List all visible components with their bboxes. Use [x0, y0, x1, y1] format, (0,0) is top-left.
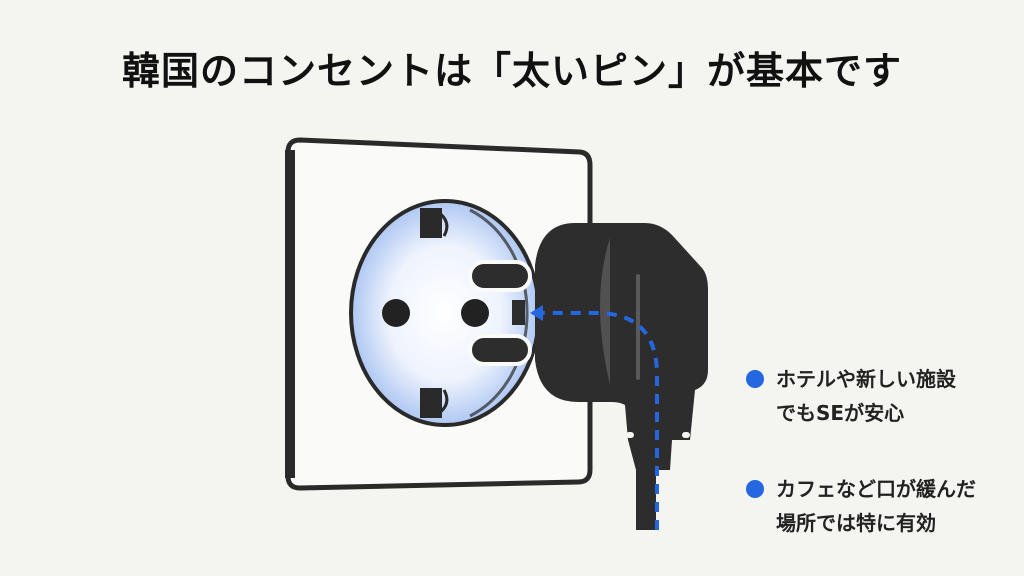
socket-outlet-icon: [349, 199, 541, 427]
bullet-list: ホテルや新しい施設 でもSEが安心 カフェなど口が緩んだ 場所では特に有効: [744, 362, 1014, 540]
page-title: 韓国のコンセントは「太いピン」が基本です: [121, 49, 902, 93]
bullet-item: カフェなど口が緩んだ 場所では特に有効: [744, 472, 1014, 540]
bullet-item: ホテルや新しい施設 でもSEが安心: [744, 362, 1014, 430]
bullet-dot-icon: [746, 480, 764, 498]
bullet-text-line: カフェなど口が緩んだ: [776, 477, 976, 501]
bullet-text-line: でもSEが安心: [776, 401, 905, 425]
plug-icon: [468, 223, 708, 530]
bullet-text-line: ホテルや新しい施設: [776, 367, 956, 391]
dashed-arrow-icon: [530, 305, 659, 530]
bullet-text-line: 場所では特に有効: [776, 511, 936, 535]
bullet-dot-icon: [746, 370, 764, 388]
